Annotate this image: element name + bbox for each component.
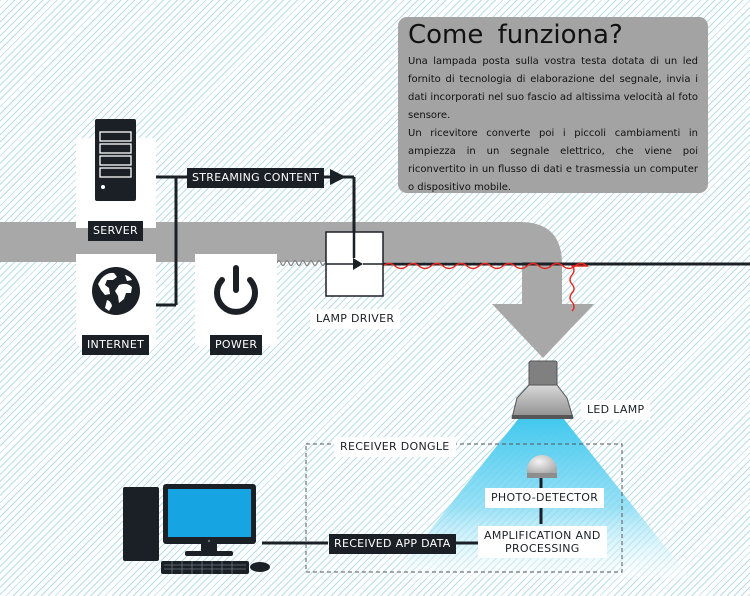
led-lamp-label: LED LAMP: [581, 400, 651, 420]
internet-label: INTERNET: [82, 335, 150, 355]
streaming-content-label: STREAMING CONTENT: [187, 168, 325, 188]
power-icon: [214, 265, 258, 315]
info-box: Come funziona? Una lampada posta sulla v…: [398, 17, 708, 193]
photo-detector-icon: [527, 455, 557, 478]
power-spring: [276, 259, 326, 267]
lamp-driver-icon: [325, 231, 384, 297]
red-wire: [382, 262, 589, 312]
computer-icon: [123, 484, 270, 574]
server-label: SERVER: [88, 221, 143, 241]
receiver-dongle-label: RECEIVER DONGLE: [334, 437, 456, 457]
lamp-driver-label: LAMP DRIVER: [310, 309, 401, 329]
info-paragraph-2: Un ricevitore converte poi i piccoli cam…: [408, 128, 698, 193]
globe-icon: [92, 267, 140, 315]
received-app-data-label: RECEIVED APP DATA: [329, 534, 456, 554]
receiver-dongle-box: [305, 443, 623, 573]
amplification-label: AMPLIFICATION AND PROCESSING: [478, 526, 607, 558]
info-title: Come funziona?: [408, 20, 623, 50]
photo-detector-label: PHOTO-DETECTOR: [485, 488, 605, 508]
info-paragraph-1: Una lampada posta sulla vostra testa dot…: [408, 56, 698, 121]
server-icon: [95, 119, 136, 201]
led-lamp-icon: [511, 360, 574, 419]
power-label: POWER: [210, 335, 263, 355]
streaming-arrow-icon: [330, 169, 346, 185]
